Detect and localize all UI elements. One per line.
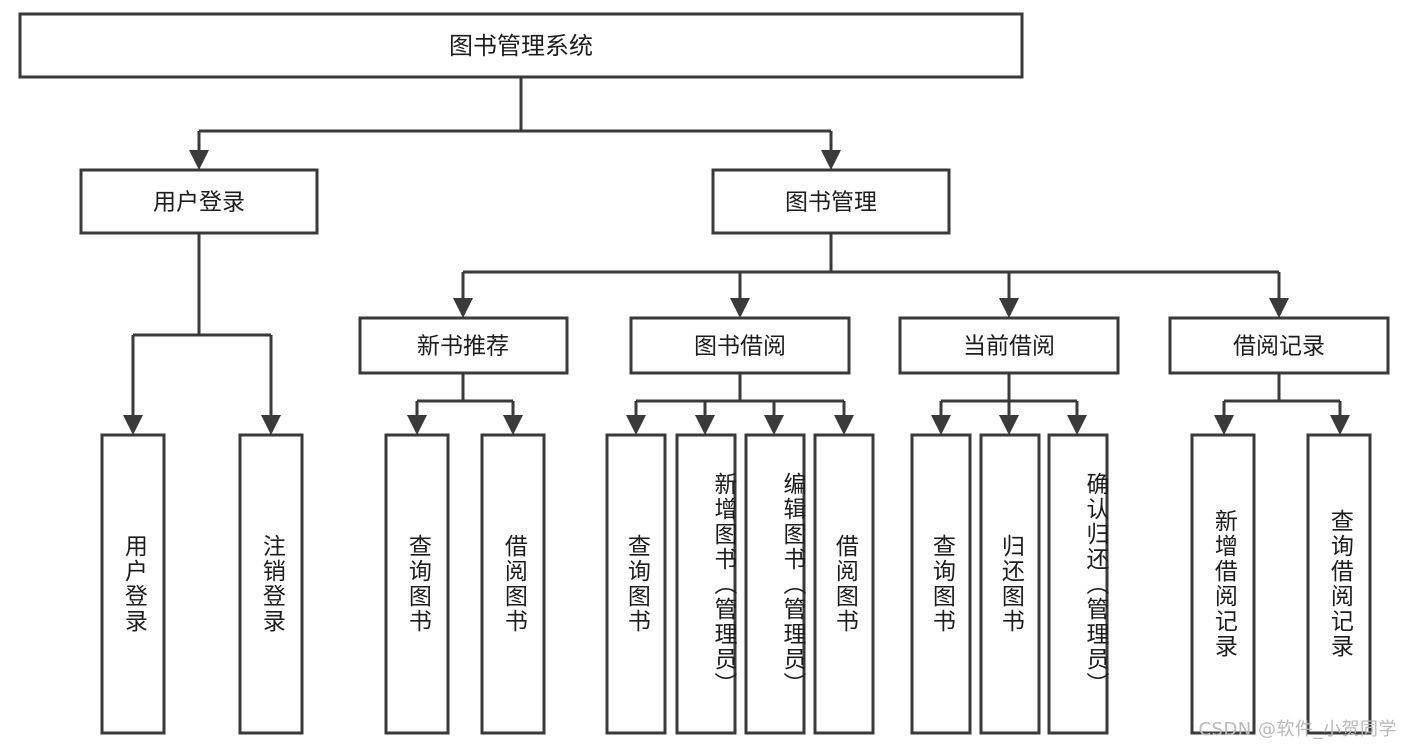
arrow-head-leaf-book-borrow-2 (764, 415, 784, 435)
leaf-box-book-borrow-2[interactable] (744, 433, 806, 735)
leaf-box-borrow-record-0[interactable] (1190, 433, 1256, 735)
arrow-head-leaf-book-borrow-3 (834, 415, 854, 435)
leaf-box-user-login-0[interactable] (100, 433, 166, 735)
arrow-head-leaf-book-borrow-1 (695, 415, 715, 435)
leaf-box-new-book-1[interactable] (480, 433, 546, 735)
arrow-head-book-manage (821, 150, 841, 170)
leaf-box-book-borrow-1[interactable] (675, 433, 737, 735)
node-new-book-recommend-label: 新书推荐 (417, 334, 509, 360)
leaf-box-book-borrow-3[interactable] (813, 433, 875, 735)
arrow-head-leaf-book-borrow-0 (626, 415, 646, 435)
leaf-box-borrow-record-1[interactable] (1306, 433, 1372, 735)
arrow-head-leaf-current-borrow-0 (931, 415, 951, 435)
node-book-manage-label: 图书管理 (785, 190, 877, 216)
leaf-box-book-borrow-0[interactable] (605, 433, 667, 735)
node-user-login-label: 用户登录 (153, 190, 245, 216)
node-new-book-recommend-box[interactable] (358, 316, 569, 375)
node-root[interactable]: 图书管理系统 (18, 12, 1024, 79)
node-current-borrow-box[interactable] (898, 316, 1120, 375)
leaf-box-current-borrow-0[interactable] (910, 433, 972, 735)
node-user-login[interactable]: 用户登录 (79, 168, 319, 235)
arrow-head-new-book (453, 298, 473, 318)
node-book-borrow-label: 图书借阅 (694, 334, 786, 360)
arrow-head-book-borrow (730, 298, 750, 318)
node-root-box[interactable] (18, 12, 1024, 79)
node-book-borrow[interactable]: 图书借阅 (629, 316, 851, 375)
arrow-head-leaf-current-borrow-1 (999, 415, 1019, 435)
connectors (123, 77, 1350, 435)
node-root-label: 图书管理系统 (449, 32, 593, 60)
arrow-head-leaf-borrow-record-0 (1214, 415, 1234, 435)
arrow-head-leaf-new-book-1 (503, 415, 523, 435)
node-book-borrow-box[interactable] (629, 316, 851, 375)
leaf-box-current-borrow-1[interactable] (979, 433, 1041, 735)
arrow-head-user-login (189, 150, 209, 170)
node-book-manage-box[interactable] (711, 168, 951, 235)
node-current-borrow-label: 当前借阅 (963, 334, 1055, 360)
leaf-box-user-login-1[interactable] (238, 433, 304, 735)
arrow-head-borrow-record (1269, 298, 1289, 318)
arrow-head-leaf-current-borrow-2 (1067, 415, 1087, 435)
leaf-box-new-book-0[interactable] (384, 433, 450, 735)
leaf-box-current-borrow-2[interactable] (1047, 433, 1109, 735)
node-borrow-record[interactable]: 借阅记录 (1168, 316, 1390, 375)
arrow-head-leaf-user-login-1 (261, 415, 281, 435)
node-current-borrow[interactable]: 当前借阅 (898, 316, 1120, 375)
arrow-head-leaf-new-book-0 (407, 415, 427, 435)
node-borrow-record-label: 借阅记录 (1233, 334, 1325, 360)
node-new-book-recommend[interactable]: 新书推荐 (358, 316, 569, 375)
node-book-manage[interactable]: 图书管理 (711, 168, 951, 235)
arrow-head-current-borrow (999, 298, 1019, 318)
arrow-head-leaf-user-login-0 (123, 415, 143, 435)
node-user-login-box[interactable] (79, 168, 319, 235)
node-borrow-record-box[interactable] (1168, 316, 1390, 375)
arrow-head-leaf-borrow-record-1 (1330, 415, 1350, 435)
csdn-watermark: CSDN @软件_小贺同学 (1198, 719, 1397, 740)
